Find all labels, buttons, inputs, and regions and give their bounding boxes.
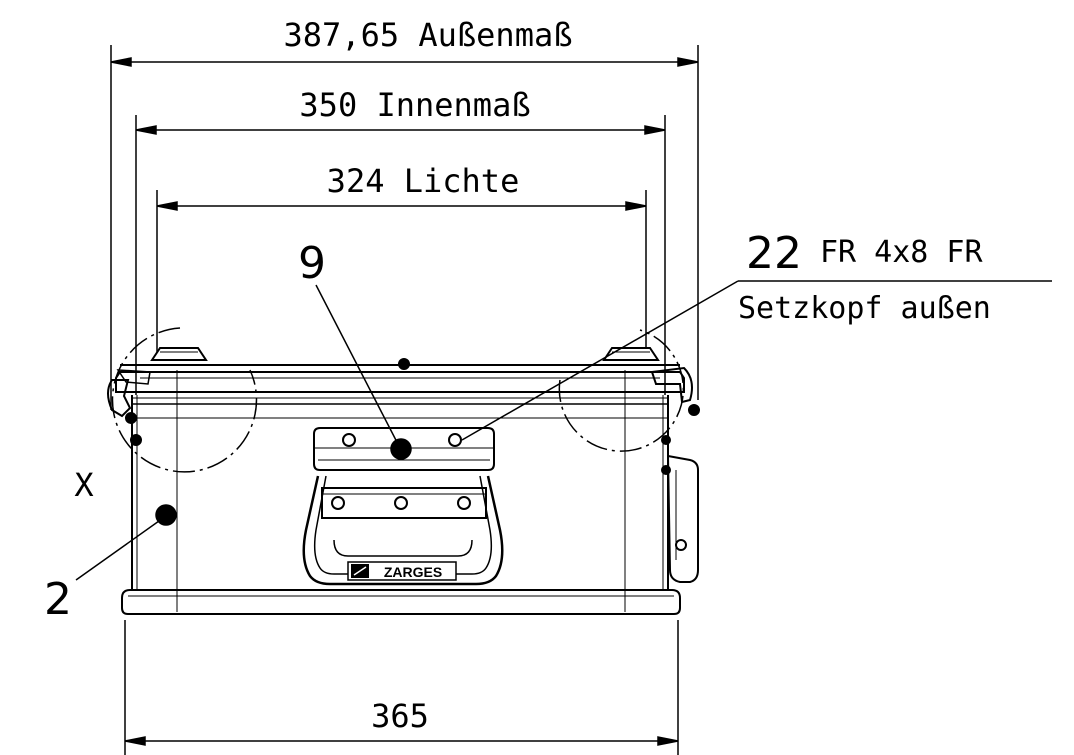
dimension-inner-width [135, 115, 666, 395]
callout-22-leader [461, 280, 1052, 441]
dimension-base-width [124, 620, 679, 755]
callout-9-leader [315, 284, 412, 460]
callout-22-number: 22 [746, 228, 802, 279]
callout-22-note: Setzkopf außen [738, 291, 991, 326]
callout-2-label: 2 [44, 574, 72, 625]
dimension-outer-width [110, 45, 699, 410]
callout-9-label: 9 [298, 238, 326, 289]
callout-2-leader [75, 504, 177, 581]
dimension-clear-width [156, 190, 647, 360]
side-handle [302, 427, 504, 586]
detail-circles [111, 327, 685, 473]
zarges-logo: ZARGES [384, 564, 442, 580]
clear-width-label: 324 Lichte [327, 162, 520, 200]
base-width-label: 365 [371, 697, 429, 735]
callout-22-spec: FR 4x8 FR [820, 235, 983, 270]
outer-width-label: 387,65 Außenmaß [284, 16, 573, 54]
detail-x-label: X [74, 466, 93, 504]
inner-width-label: 350 Innenmaß [299, 86, 530, 124]
